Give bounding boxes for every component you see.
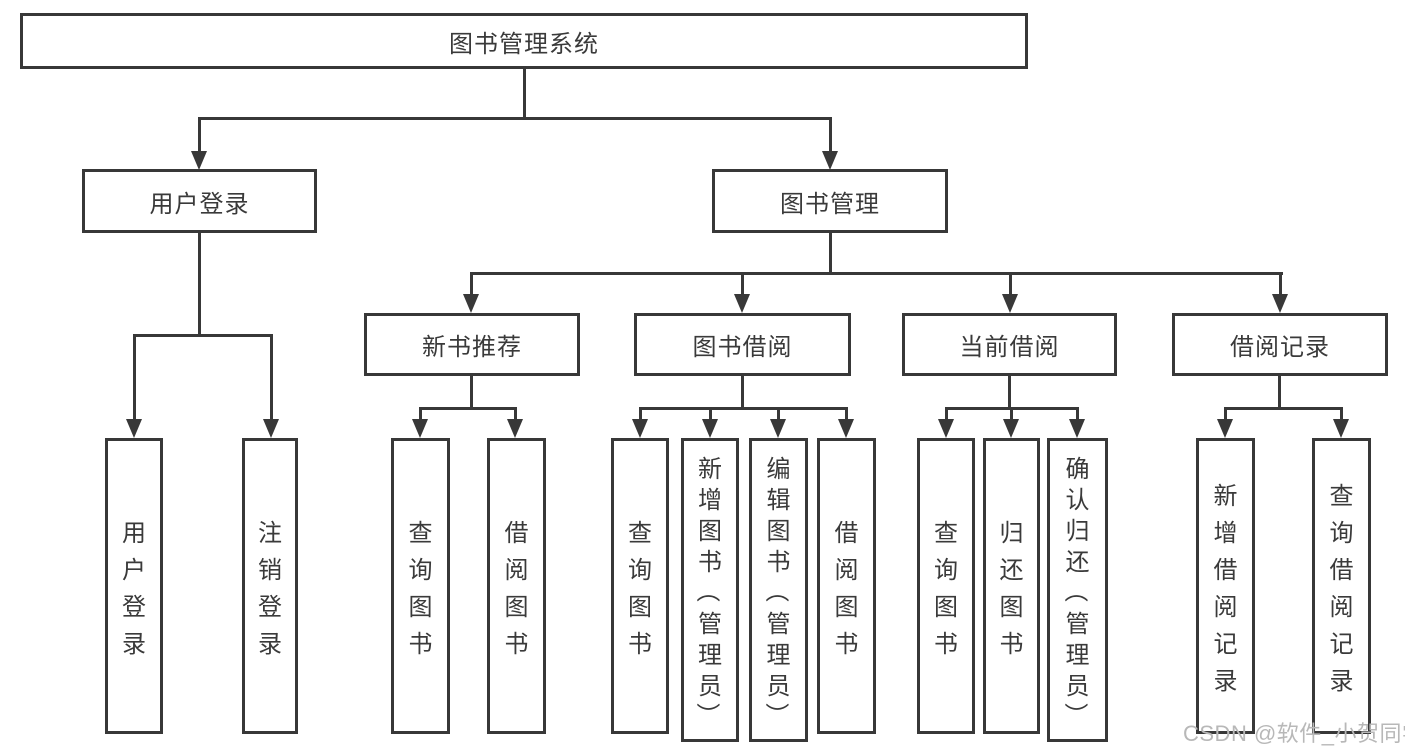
leaf-query-books-current-label: 查询图书 (934, 520, 958, 658)
leaf-user-login-label: 用户登录 (122, 520, 146, 658)
leaf-borrow-books-borrow-label: 借阅图书 (834, 520, 859, 658)
connector-drop-user-login (198, 117, 201, 152)
connector-drop-book-borrow (741, 272, 744, 294)
connector-drop-borrow-books-borrow (845, 407, 848, 421)
connector-root-stem (523, 69, 526, 117)
connector-drop-confirm-return-admin (1076, 407, 1079, 421)
leaf-add-book-admin-label: 新增图书（管理员） (693, 455, 723, 727)
arrowhead-query-books-current (938, 419, 954, 438)
arrowhead-new-book (463, 294, 479, 313)
arrowhead-borrow-books-recommend (507, 419, 523, 438)
csdn-watermark: CSDN @软件_小贺同学 (1183, 721, 1405, 746)
connector-drop-edit-book-admin (777, 407, 780, 421)
leaf-edit-book-admin-label: 编辑图书（管理员） (762, 455, 791, 727)
leaf-add-borrow-record-label: 新增借阅记录 (1213, 483, 1238, 695)
node-root-label: 图书管理系统 (449, 30, 599, 58)
node-current-borrow: 当前借阅 (902, 313, 1117, 376)
connector-borrow-records-rail (1224, 407, 1343, 410)
arrowhead-query-books-recommend (412, 419, 428, 438)
leaf-add-borrow-record: 新增借阅记录 (1196, 438, 1255, 734)
arrowhead-query-borrow-record (1333, 419, 1349, 438)
leaf-query-borrow-record-label: 查询借阅记录 (1329, 483, 1354, 695)
arrowhead-borrow-books-borrow (838, 419, 854, 438)
arrowhead-leaf-user-login (126, 419, 142, 438)
leaf-logout-label: 注销登录 (258, 520, 282, 658)
connector-drop-query-books-current (945, 407, 948, 421)
connector-drop-add-book-admin (709, 407, 712, 421)
leaf-borrow-books-recommend-label: 借阅图书 (504, 520, 529, 658)
node-user-login: 用户登录 (82, 169, 317, 233)
leaf-confirm-return-admin: 确认归还（管理员） (1047, 438, 1108, 742)
leaf-edit-book-admin: 编辑图书（管理员） (749, 438, 808, 742)
node-new-book-recommend-label: 新书推荐 (422, 334, 522, 361)
connector-drop-leaf-user-login (133, 334, 136, 420)
arrowhead-book-management (822, 151, 838, 170)
leaf-add-book-admin: 新增图书（管理员） (681, 438, 739, 742)
connector-borrow-records-stem (1278, 375, 1281, 409)
connector-book-management-stem (829, 233, 832, 274)
connector-root-rail (198, 117, 832, 120)
connector-drop-query-borrow-record (1340, 407, 1343, 421)
leaf-return-book-label: 归还图书 (999, 520, 1024, 658)
node-book-management: 图书管理 (712, 169, 948, 233)
arrowhead-user-login (191, 151, 207, 170)
leaf-user-login: 用户登录 (105, 438, 163, 734)
arrowhead-current-borrow (1002, 294, 1018, 313)
connector-drop-book-management (829, 117, 832, 152)
node-book-management-label: 图书管理 (780, 190, 880, 218)
connector-drop-borrow-books-recommend (514, 407, 517, 421)
arrowhead-borrow-records (1272, 294, 1288, 313)
connector-user-login-stem (198, 233, 201, 336)
leaf-query-borrow-record: 查询借阅记录 (1312, 438, 1371, 734)
connector-new-book-rail (419, 407, 517, 410)
node-borrow-records: 借阅记录 (1172, 313, 1388, 376)
node-new-book-recommend: 新书推荐 (364, 313, 580, 376)
node-user-login-label: 用户登录 (149, 190, 250, 218)
node-book-borrow-label: 图书借阅 (692, 334, 793, 361)
connector-drop-new-book (470, 272, 473, 294)
leaf-borrow-books-borrow: 借阅图书 (817, 438, 876, 734)
arrowhead-leaf-logout (263, 419, 279, 438)
connector-drop-add-borrow-record (1224, 407, 1227, 421)
leaf-query-books-borrow-label: 查询图书 (628, 520, 652, 658)
connector-drop-current-borrow (1009, 272, 1012, 294)
connector-book-borrow-rail (639, 407, 847, 410)
connector-new-book-stem (470, 375, 473, 409)
connector-user-login-rail (133, 334, 273, 337)
leaf-logout: 注销登录 (242, 438, 298, 734)
leaf-query-books-current: 查询图书 (917, 438, 975, 734)
leaf-query-books-borrow: 查询图书 (611, 438, 669, 734)
connector-drop-return-book (1010, 407, 1013, 421)
arrowhead-query-books-borrow (632, 419, 648, 438)
connector-book-borrow-stem (741, 375, 744, 409)
arrowhead-add-borrow-record (1217, 419, 1233, 438)
connector-drop-leaf-logout (270, 334, 273, 420)
arrowhead-edit-book-admin (770, 419, 786, 438)
connector-drop-query-books-recommend (419, 407, 422, 421)
node-root: 图书管理系统 (20, 13, 1028, 69)
arrowhead-book-borrow (734, 294, 750, 313)
connector-book-management-rail (470, 272, 1283, 275)
arrowhead-add-book-admin (702, 419, 718, 438)
arrowhead-return-book (1003, 419, 1019, 438)
arrowhead-confirm-return-admin (1069, 419, 1085, 438)
node-borrow-records-label: 借阅记录 (1230, 334, 1330, 361)
leaf-query-books-recommend-label: 查询图书 (408, 520, 433, 658)
leaf-query-books-recommend: 查询图书 (391, 438, 450, 734)
connector-current-borrow-stem (1008, 375, 1011, 409)
leaf-confirm-return-admin-label: 确认归还（管理员） (1061, 455, 1090, 727)
connector-drop-borrow-records (1279, 272, 1282, 294)
connector-drop-query-books-borrow (639, 407, 642, 421)
node-current-borrow-label: 当前借阅 (959, 334, 1060, 361)
leaf-return-book: 归还图书 (983, 438, 1040, 734)
leaf-borrow-books-recommend: 借阅图书 (487, 438, 546, 734)
node-book-borrow: 图书借阅 (634, 313, 851, 376)
